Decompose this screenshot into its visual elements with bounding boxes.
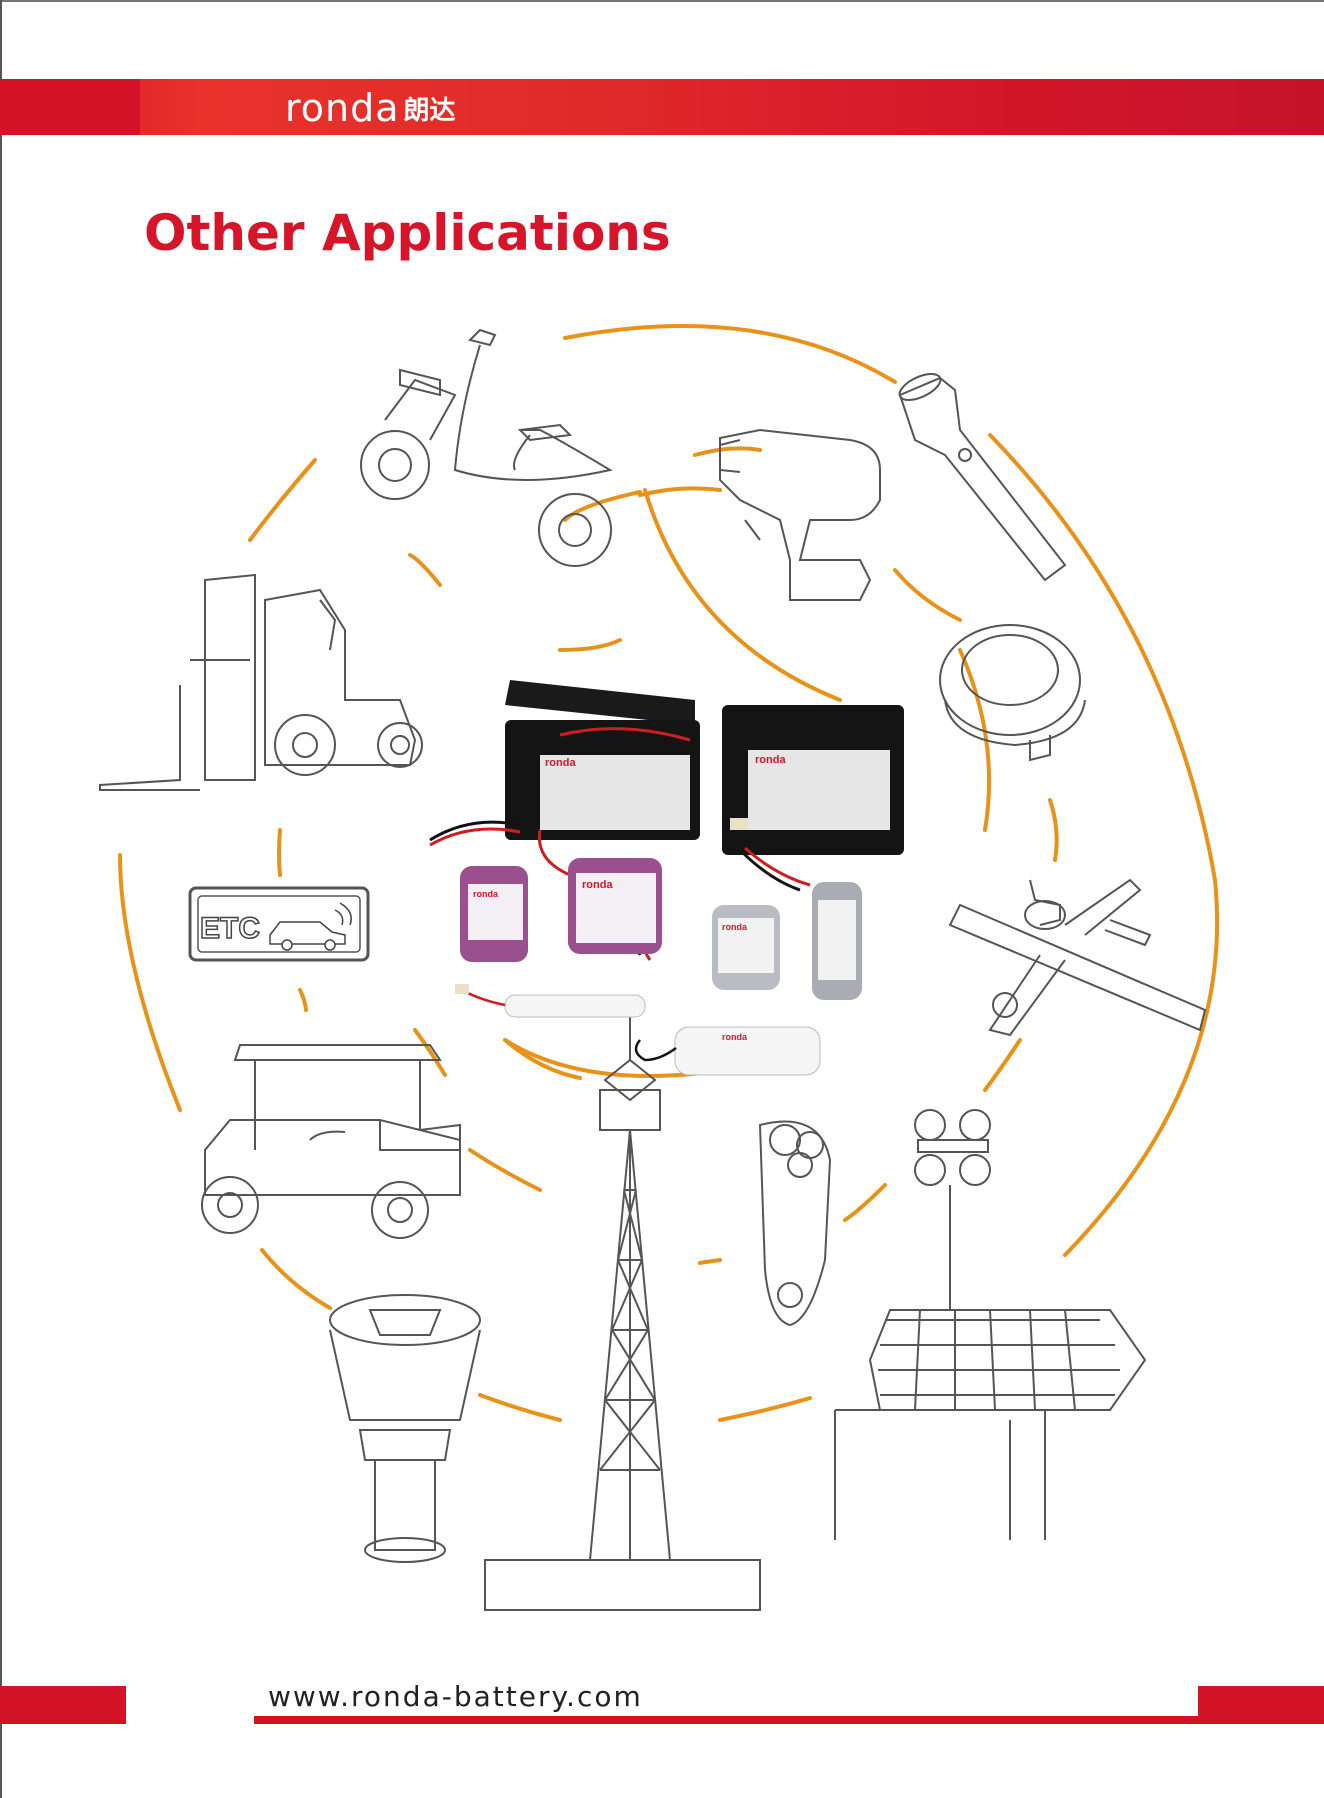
etc-sign-icon: ETC [188,886,370,962]
robot-vacuum-icon [939,624,1086,762]
lead-acid-battery-brand: ronda [545,757,576,769]
lead-acid-battery-brand-2: ronda [755,754,786,766]
li-ion-pack-brand-2: ronda [582,879,613,891]
page-frame-top [0,0,1324,2]
telecom-tower-icon [484,1000,761,1611]
outer-orange-arcs [118,323,1220,1422]
header-band [0,79,1324,135]
lead-acid-battery-open: ronda [505,680,700,840]
solar-light-tower-icon [834,1109,1147,1540]
forklift-icon [99,573,423,791]
brand-logo-chinese: 朗达 [403,95,456,126]
power-drill-icon [719,428,881,601]
ni-mh-pack-brand: ronda [722,1032,748,1042]
electric-scooter-icon [360,328,613,567]
battery-products-cluster: ronda ronda ronda ronda [429,680,904,1076]
electric-shaver-icon [758,1120,832,1327]
footer-bar-left [0,1686,126,1724]
li-ion-pack-purple-2: ronda [568,858,662,954]
li-ion-pack-brand-1: ronda [473,889,499,899]
etc-label: ETC [200,912,260,945]
header-band-shade [0,79,140,135]
brand-logo: ronda 朗达 [285,86,456,130]
li-ion-pack-purple-1: ronda [460,866,528,962]
li-ion-pack-brand-3: ronda [722,922,748,932]
website-link[interactable]: www.ronda-battery.com [268,1680,643,1713]
li-ion-pack-silver-2 [812,882,862,1000]
footer-bar-right [1198,1686,1324,1724]
solar-lawn-lamp-icon [329,1294,481,1563]
footer-line [254,1716,1198,1724]
lead-acid-battery-closed: ronda [722,705,904,855]
ni-mh-stick-pack-2: ronda [634,1026,821,1076]
golf-cart-icon [201,1044,461,1239]
page-title: Other Applications [144,204,671,262]
li-ion-pack-silver-1: ronda [712,905,780,990]
ni-mh-stick-pack-1 [455,984,646,1018]
page-frame-left [0,0,2,1798]
brand-logo-word: ronda [285,86,400,130]
flashlight-icon [898,373,1067,582]
model-airplane-icon [948,878,1207,1037]
